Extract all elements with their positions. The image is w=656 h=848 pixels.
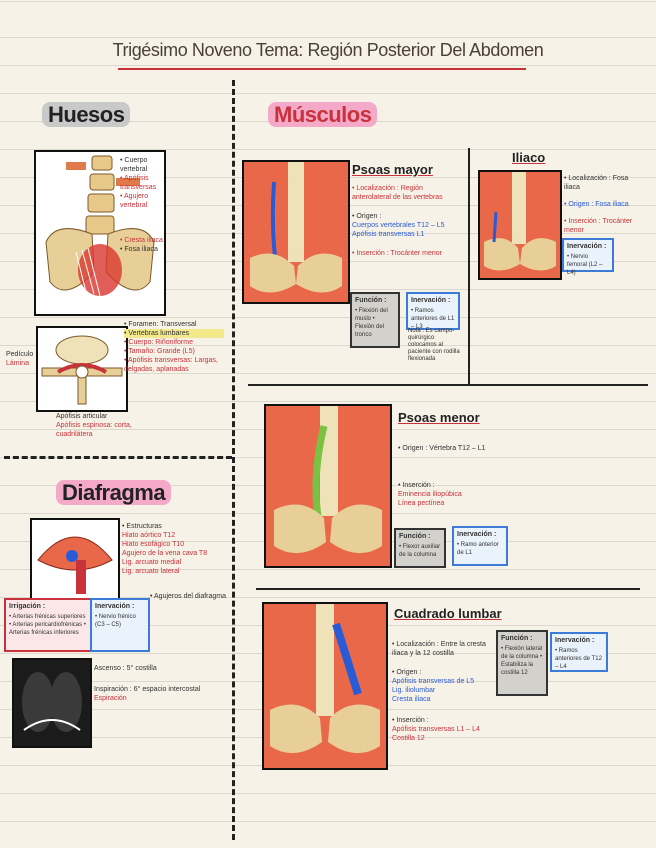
- psoas-mayor-figure: [242, 160, 350, 304]
- psoas-mayor-nota: Nota : Es campo-quirúrgico colocamos al …: [408, 328, 460, 362]
- vertebra-bottom-labels: Apófisis articular Apófisis espinosa: co…: [56, 413, 132, 438]
- cuadrado-lumbar-figure: [262, 602, 388, 770]
- divider-line-2: [256, 588, 640, 590]
- pelvis-labels: • Cuerpo vertebral • Apófisis transversa…: [120, 157, 157, 209]
- psoas-menor-inervacion: Inervación :• Ramo anterior de L1: [452, 526, 508, 566]
- psoas-menor-figure: [264, 404, 392, 568]
- iliaco-divider: [468, 148, 470, 384]
- section-divider-left: [4, 456, 232, 459]
- title-underline: [118, 68, 526, 70]
- iliaco-title: Iliaco: [512, 150, 546, 165]
- diafragma-ascenso: Ascenso : 5° costilla Inspiración : 6° e…: [94, 665, 201, 702]
- chest-xray-figure: [12, 658, 92, 748]
- psoas-menor-title: Psoas menor: [398, 410, 480, 425]
- vertebra-figure: [36, 326, 128, 412]
- divider-line-1: [248, 384, 648, 386]
- diafragma-figure: [30, 518, 120, 602]
- pelvis-labels-2: • Cresta iliaca • Fosa iliaca: [120, 237, 163, 253]
- iliaco-notes: • Localización : Fosa iliaca • Origen : …: [564, 175, 633, 234]
- heading-huesos: Huesos: [42, 102, 131, 128]
- diafragma-irrigacion: Irrigación :• Arterias frénicas superior…: [4, 598, 92, 652]
- pelvis-spine-figure: [34, 150, 166, 316]
- diafragma-inervacion: Inervación :• Nervio frénico (C3 – C5): [90, 598, 150, 652]
- psoas-mayor-notes: • Localización : Región anterolateral de…: [352, 185, 445, 257]
- diafragma-estructuras: • Estructuras Hiato aórtico T12 Hiato es…: [122, 523, 208, 575]
- page-title: Trigésimo Noveno Tema: Región Posterior …: [112, 40, 544, 60]
- heading-musculos: Músculos: [268, 102, 378, 128]
- cuadrado-lumbar-title: Cuadrado lumbar: [394, 606, 502, 621]
- cuadrado-lumbar-notes: • Localización : Entre la cresta iliaca …: [392, 641, 486, 742]
- heading-diafragma: Diafragma: [56, 480, 172, 506]
- psoas-mayor-funcion: Función :• Flexión del muslo • Flexión d…: [350, 292, 400, 348]
- column-divider: [232, 80, 235, 840]
- psoas-mayor-title: Psoas mayor: [352, 162, 433, 177]
- vertebra-notes: • Foramen: Transversal • Vertebras lumba…: [124, 320, 224, 374]
- iliaco-inervacion: Inervación :• Nervio femoral (L2 – L4): [562, 238, 614, 276]
- iliaco-figure: [478, 170, 562, 280]
- vertebra-side-labels: Pedículo Lámina: [6, 351, 34, 367]
- cuadrado-lumbar-inervacion: Inervación :• Ramos anteriores de T12 – …: [550, 632, 608, 672]
- cuadrado-lumbar-funcion: Función :• Flexión lateral de la columna…: [496, 630, 548, 696]
- diafragma-agujeros: • Agujeros del diafragma: [150, 593, 226, 600]
- psoas-mayor-inervacion: Inervación :• Ramos anteriores de L1 – L…: [406, 292, 460, 330]
- psoas-menor-funcion: Función :• Flexor auxiliar de la columna: [394, 528, 446, 568]
- psoas-menor-notes: • Origen : Vértebra T12 – L1 • Inserción…: [398, 445, 486, 507]
